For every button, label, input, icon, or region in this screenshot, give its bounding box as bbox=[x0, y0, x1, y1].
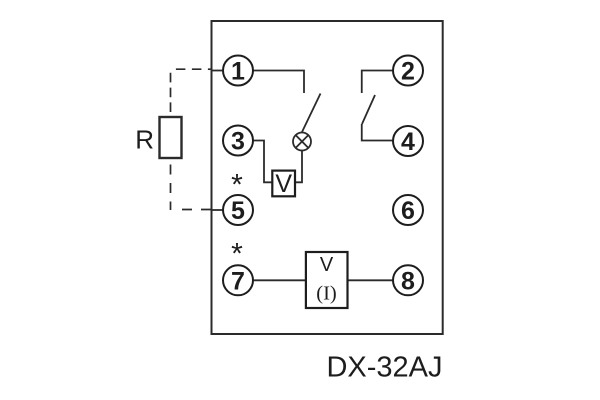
svg-text:5: 5 bbox=[231, 197, 245, 225]
svg-text:3: 3 bbox=[231, 128, 245, 156]
svg-text:1: 1 bbox=[231, 58, 245, 86]
svg-text:V: V bbox=[275, 170, 292, 198]
svg-text:DX-32AJ: DX-32AJ bbox=[326, 352, 442, 384]
svg-text:*: * bbox=[231, 238, 243, 271]
svg-text:R: R bbox=[135, 125, 154, 155]
svg-text:(I): (I) bbox=[316, 283, 336, 305]
svg-text:*: * bbox=[231, 169, 243, 202]
svg-text:7: 7 bbox=[231, 267, 245, 295]
svg-text:2: 2 bbox=[401, 58, 415, 86]
svg-text:4: 4 bbox=[401, 128, 415, 156]
svg-text:6: 6 bbox=[401, 197, 415, 225]
svg-text:8: 8 bbox=[401, 267, 415, 295]
svg-text:V: V bbox=[320, 254, 334, 276]
